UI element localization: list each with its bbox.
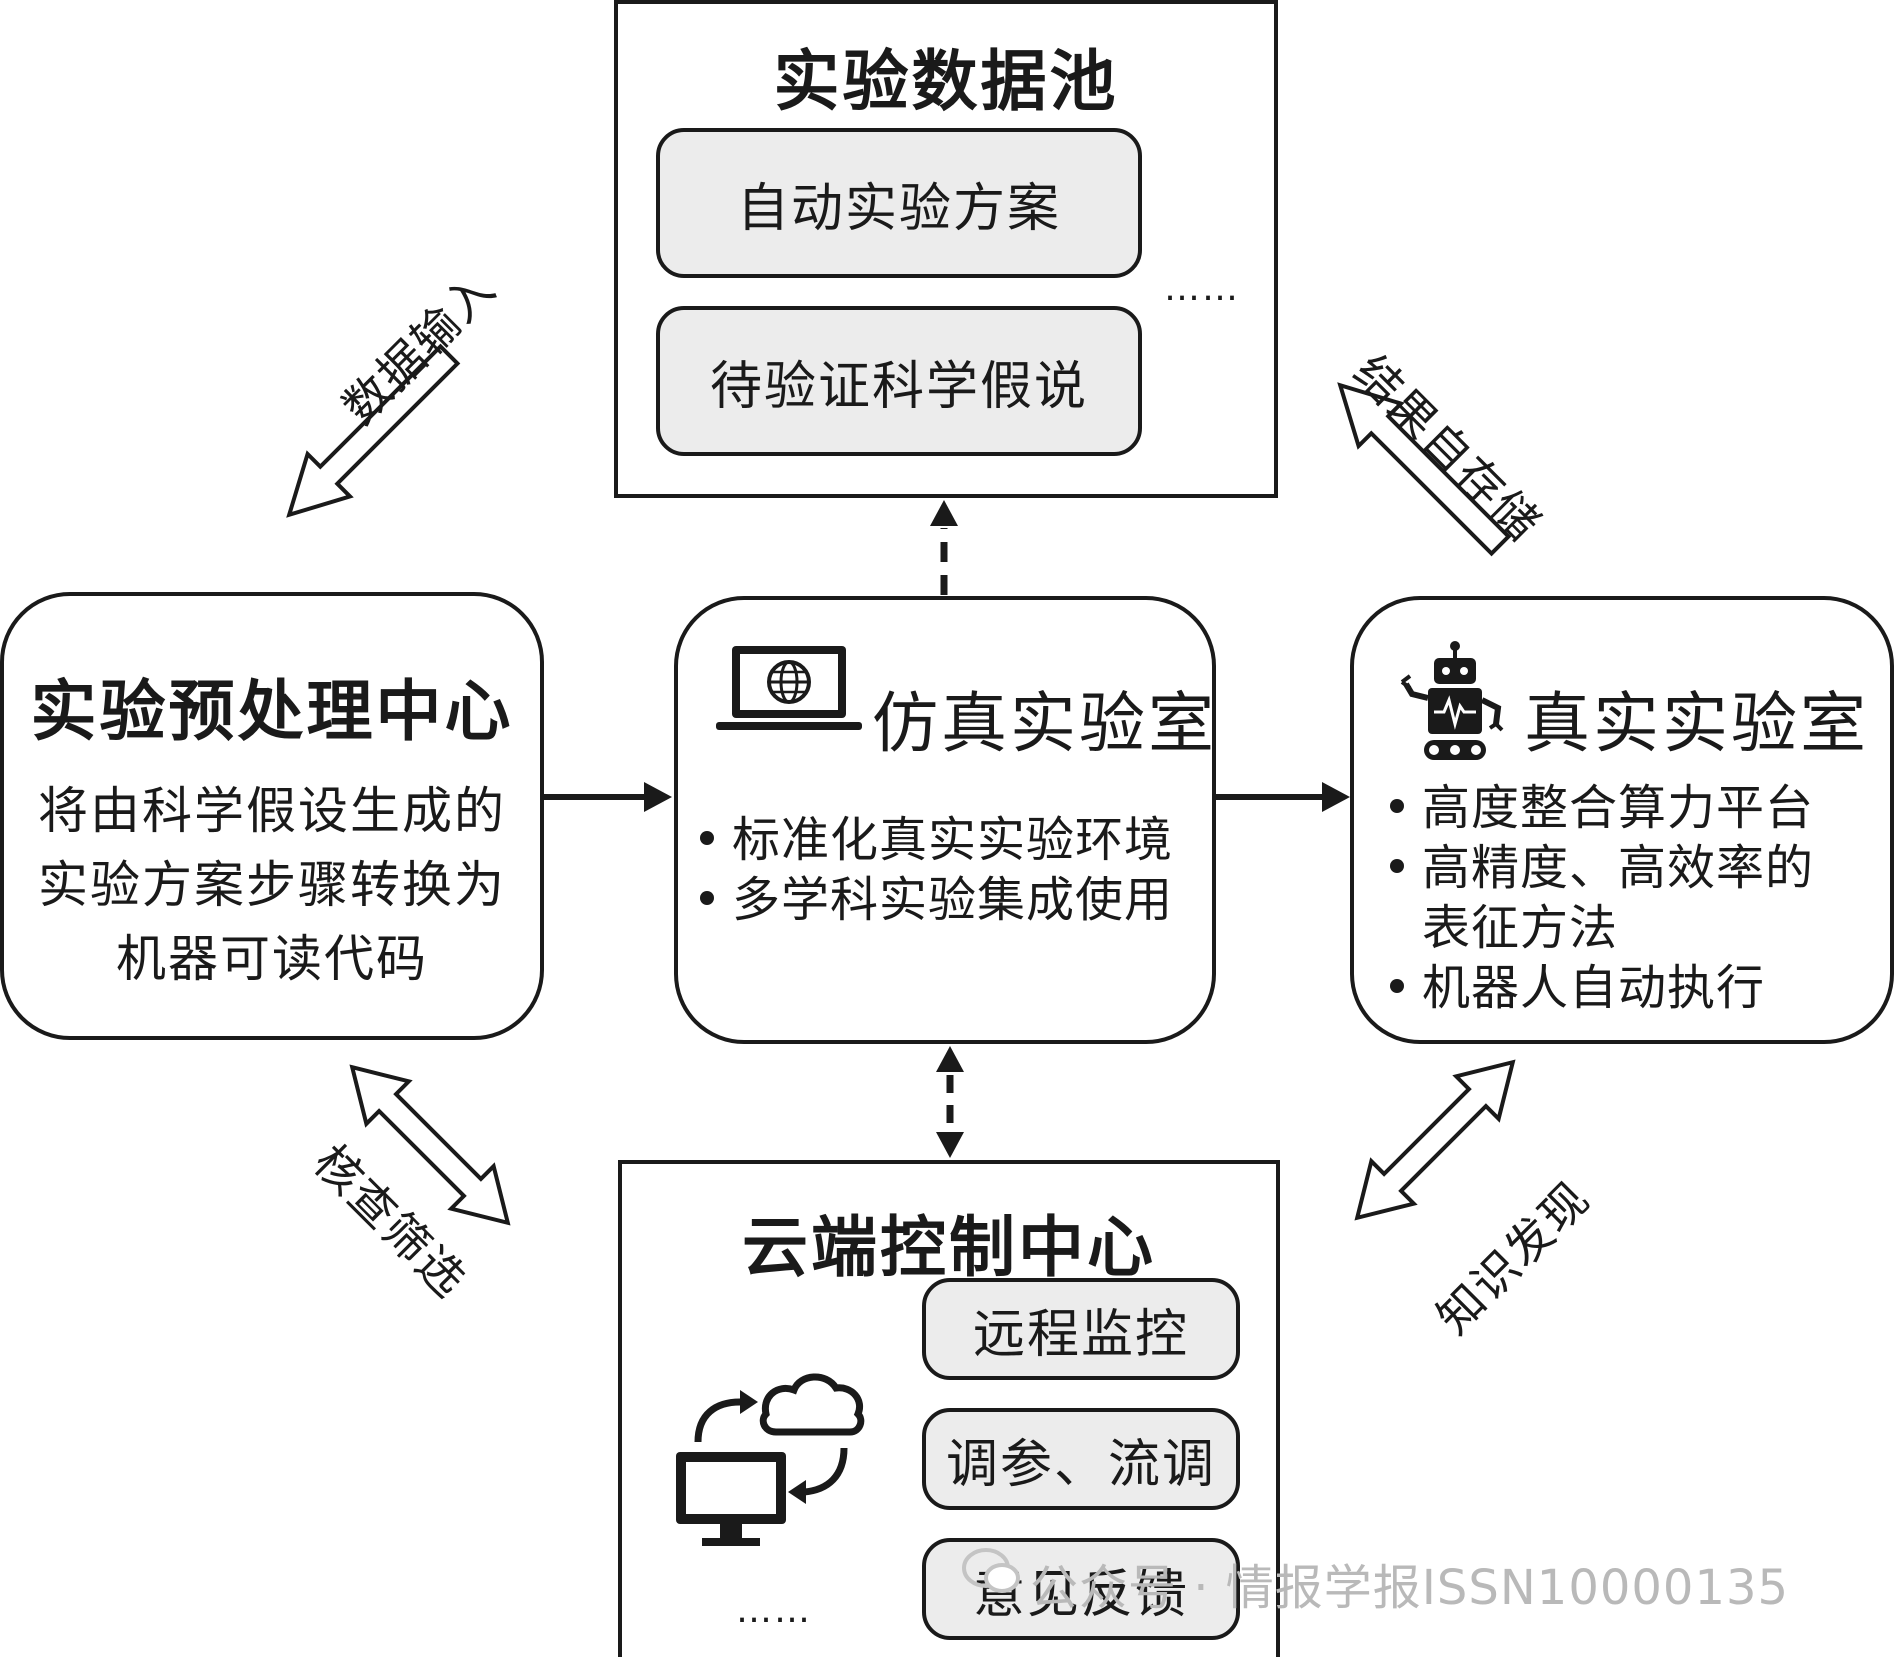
cloud-item: 意见反馈 [922,1538,1240,1640]
robot-icon [1400,641,1504,760]
simulation-bullet: 标准化真实实验环境 [700,810,1173,870]
hollow-arrow-knowledge [1354,1059,1516,1221]
cloud-ellipsis: …… [736,1590,812,1631]
simulation-box: 仿真实验室 标准化真实实验环境 多学科实验集成使用 [674,596,1216,1044]
data-pool-item-label: 自动实验方案 [736,178,1061,239]
cloud-computer-sync-icon [676,1373,865,1546]
preprocess-line: 机器可读代码 [116,930,428,988]
arrow-simulation-cloud [936,1046,964,1158]
preprocess-line: 将由科学假设生成的 [38,782,506,840]
data-pool-item-label: 待验证科学假说 [709,356,1088,417]
cloud-item: 远程监控 [922,1278,1240,1380]
data-pool-item: 自动实验方案 [656,128,1142,278]
real-lab-bullet: 高精度、高效率的 [1390,838,1814,898]
hollow-arrow-check-filter [349,1064,511,1226]
simulation-title: 仿真实验室 [872,685,1217,762]
cloud-box: 云端控制中心 远程监控 调参、流调 意见反馈 …… [618,1160,1280,1657]
cloud-item-label: 远程监控 [972,1304,1189,1365]
real-lab-bullet: 高度整合算力平台 [1390,778,1814,838]
real-lab-bullet: 机器人自动执行 [1390,958,1814,1018]
real-lab-title: 真实实验室 [1524,685,1869,762]
hollow-arrow-data-input [286,343,461,518]
simulation-bullet: 多学科实验集成使用 [700,870,1173,930]
arrow-simulation-to-real-lab [1216,782,1350,812]
cloud-item: 调参、流调 [922,1408,1240,1510]
laptop-globe-icon [716,646,862,730]
arrow-simulation-to-data-pool [930,500,958,595]
data-pool-box: 实验数据池 自动实验方案 待验证科学假说 …… [614,0,1278,498]
watermark-text: 公众号 · 情报学报ISSN10000135 [1030,1560,1790,1616]
cloud-title: 云端控制中心 [742,1209,1156,1286]
data-pool-title: 实验数据池 [773,43,1119,120]
preprocess-title: 实验预处理中心 [30,673,514,750]
data-pool-item: 待验证科学假说 [656,306,1142,456]
preprocess-box: 实验预处理中心 将由科学假设生成的 实验方案步骤转换为 机器可读代码 [0,592,544,1040]
preprocess-line: 实验方案步骤转换为 [38,856,506,914]
real-lab-bullets: 高度整合算力平台 高精度、高效率的 表征方法 机器人自动执行 [1390,778,1814,1018]
real-lab-bullet-continued: 表征方法 [1422,900,1619,956]
wechat-icon [962,1548,1020,1593]
simulation-bullets: 标准化真实实验环境 多学科实验集成使用 [700,810,1173,930]
data-pool-ellipsis: …… [1164,268,1240,309]
arrow-preprocess-to-simulation [540,782,672,812]
hollow-arrow-result-store [1337,382,1512,557]
preprocess-description: 将由科学假设生成的 实验方案步骤转换为 机器可读代码 [4,774,540,996]
real-lab-box: 真实实验室 高度整合算力平台 高精度、高效率的 表征方法 机器人自动执行 [1350,596,1894,1044]
cloud-item-label: 调参、流调 [945,1434,1216,1495]
